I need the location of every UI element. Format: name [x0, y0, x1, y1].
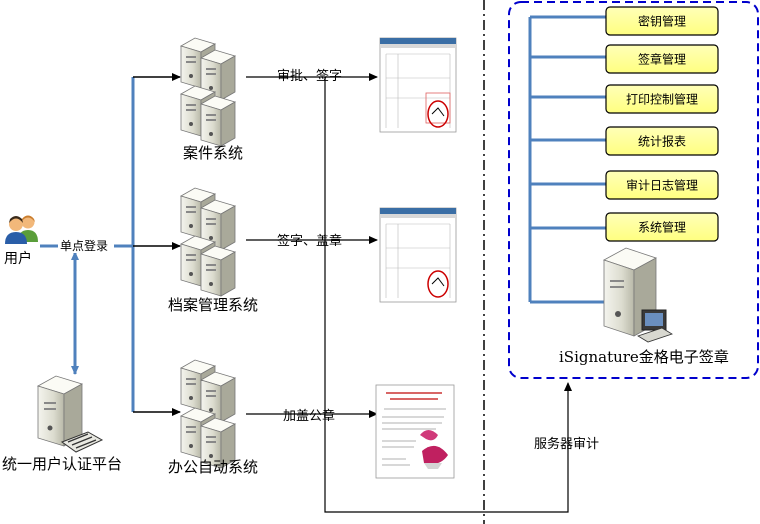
module-button-print-control [605, 84, 719, 114]
case-system-label: 案件系统 [183, 144, 243, 162]
archive-system-server-icon [181, 188, 235, 296]
auth-platform-server-icon [36, 375, 104, 453]
sso-label-bg [58, 237, 114, 253]
office-system-server-icon [181, 360, 235, 468]
signature-system-group [508, 1, 759, 379]
user-label: 用户 [4, 250, 32, 267]
module-button-statistics-report [605, 126, 719, 156]
module-button-seal-management [605, 44, 719, 74]
module-label-system-management: 系统管理 [638, 220, 686, 235]
office-document-thumbnail [375, 384, 455, 479]
signature-server-icon [603, 247, 673, 343]
module-comb-connector [528, 15, 606, 304]
sso-label: 单点登录 [60, 238, 108, 253]
module-label-statistics-report: 统计报表 [638, 134, 686, 149]
module-label-print-control: 打印控制管理 [626, 92, 698, 107]
module-button-key-management [605, 6, 719, 36]
module-button-audit-log [605, 170, 719, 200]
user-icon [5, 215, 38, 244]
module-button-system-management [605, 212, 719, 242]
server-audit-connector [324, 77, 572, 513]
office-system-label: 办公自动系统 [168, 458, 258, 476]
auth-platform-label: 统一用户认证平台 [2, 455, 122, 473]
office-system-action-label: 加盖公章 [283, 408, 335, 424]
module-label-key-management: 密钥管理 [638, 14, 686, 29]
signature-system-label: iSignature金格电子签章 [559, 348, 729, 366]
archive-system-action-label: 签字、盖章 [277, 233, 342, 249]
server-audit-label: 服务器审计 [534, 436, 599, 452]
archive-system-label: 档案管理系统 [168, 296, 258, 314]
module-label-seal-management: 签章管理 [638, 52, 686, 67]
case-document-thumbnail [379, 37, 457, 133]
case-system-action-label: 审批、签字 [277, 68, 342, 84]
module-label-audit-log: 审计日志管理 [626, 178, 698, 193]
case-system-server-icon [181, 38, 235, 146]
archive-document-thumbnail [379, 207, 457, 303]
